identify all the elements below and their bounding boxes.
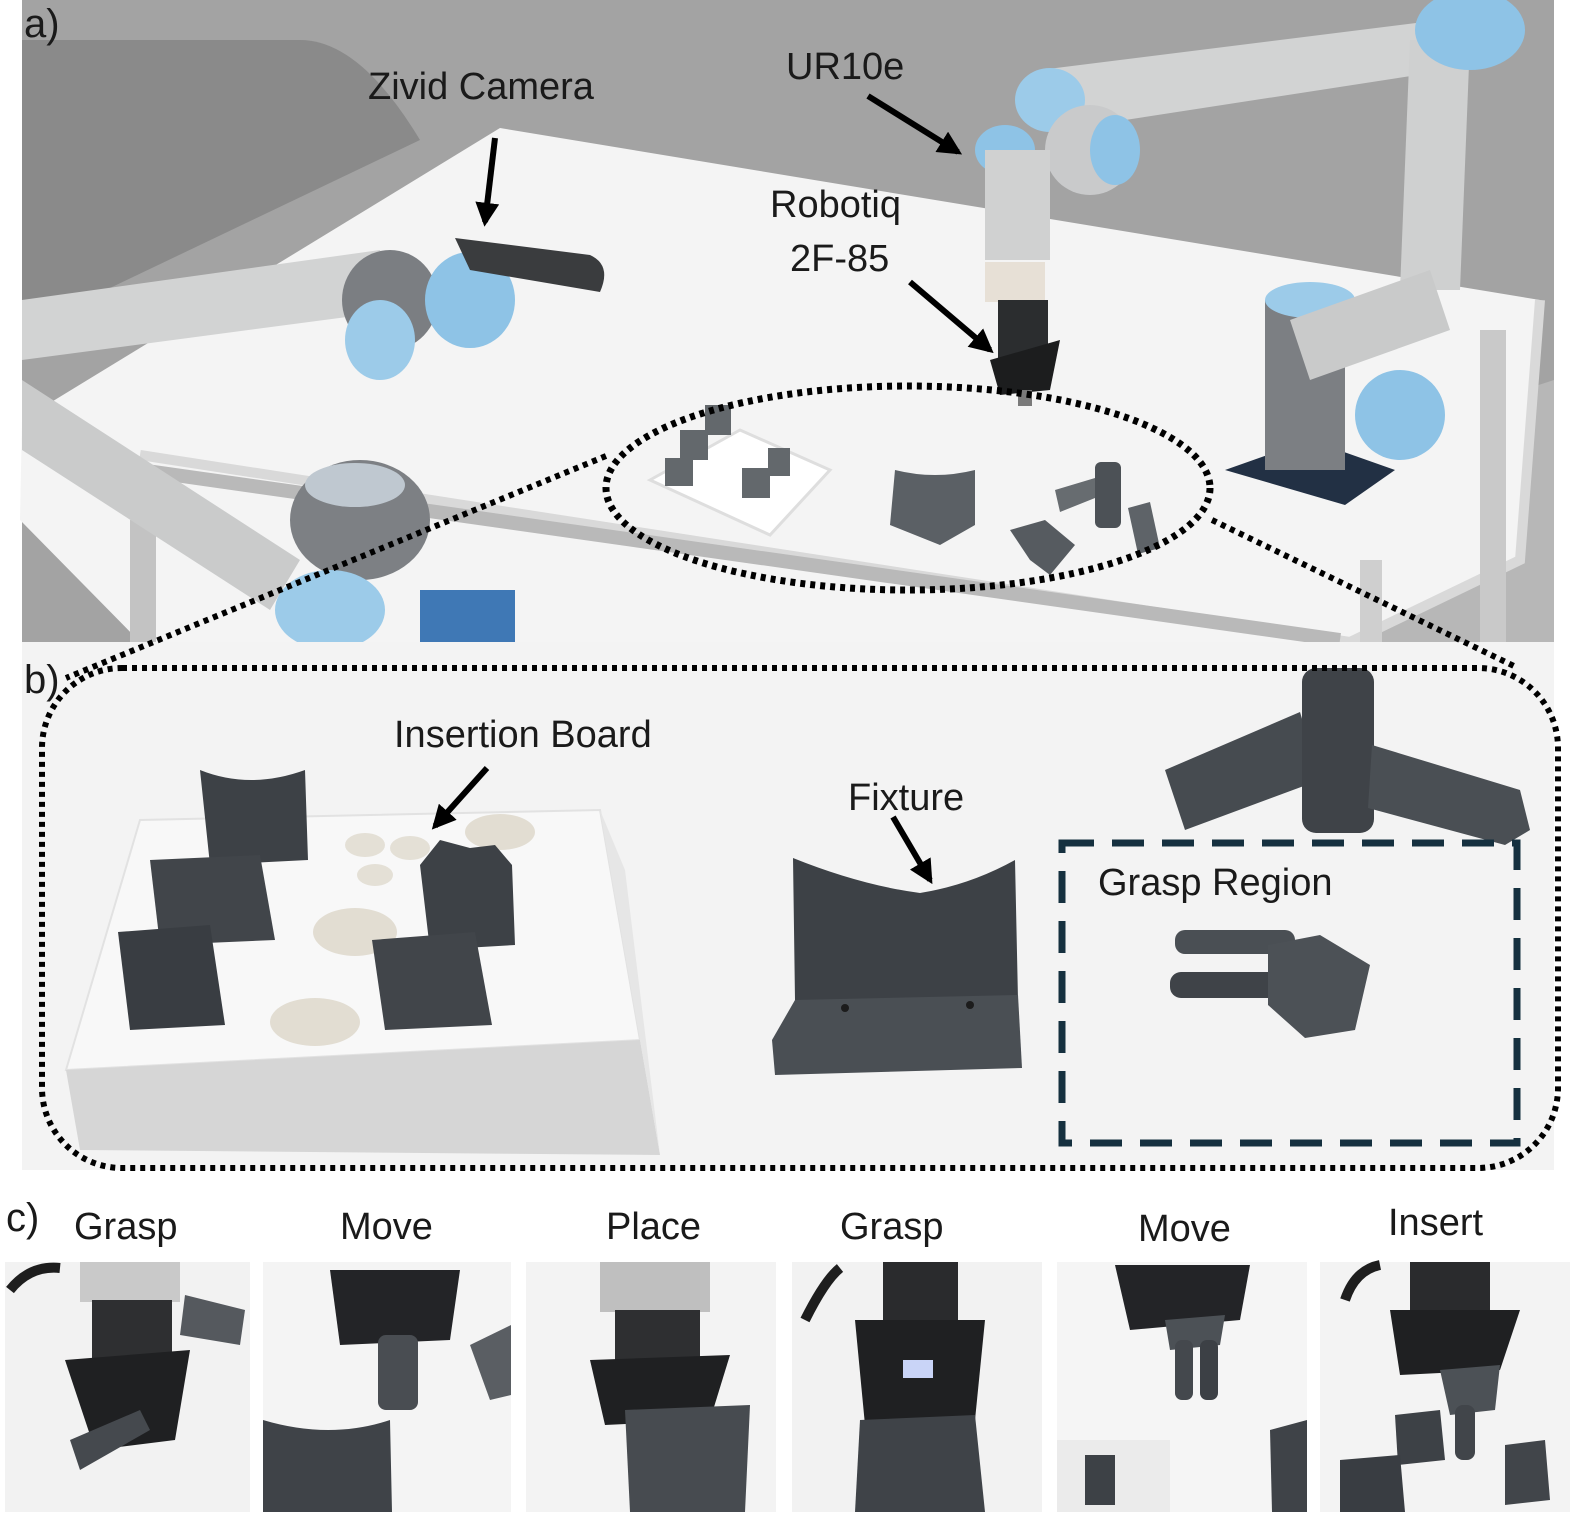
board-hole-6 — [465, 814, 535, 850]
robotiq-fingers — [990, 340, 1060, 395]
arrow-fixture — [890, 815, 933, 885]
fixture-hole-1 — [841, 1004, 849, 1012]
left-mount-plate — [420, 590, 515, 642]
arrow-zivid-camera — [475, 137, 500, 227]
board-hole-2 — [390, 836, 430, 860]
arrow-ur10e — [866, 93, 963, 155]
grasp-region-box — [1058, 839, 1521, 1147]
left-arm-joint-2 — [425, 252, 515, 348]
ur10e-shoulder-joint — [1415, 0, 1525, 70]
board-peg-5 — [372, 932, 492, 1030]
robotiq-label-line2: 2F-85 — [790, 238, 890, 280]
left-arm-joint-3 — [345, 300, 415, 380]
zivid-camera-label: Zivid Camera — [368, 66, 594, 108]
cylinder-lying-right — [1368, 745, 1530, 845]
ur10e-forearm — [1400, 40, 1470, 290]
fixture-hole-2 — [966, 1001, 974, 1009]
table-leg-left — [130, 520, 156, 642]
fixture-back — [793, 858, 1018, 1000]
cylinder-upright — [1302, 668, 1374, 833]
step-frame-2 — [263, 1262, 511, 1512]
step-frame-6 — [1320, 1260, 1570, 1512]
ur10e-upper-arm — [1040, 20, 1450, 130]
panel-a-letter: a) — [24, 2, 60, 46]
robotiq-coupler — [985, 262, 1045, 302]
left-room-shade — [22, 40, 420, 330]
board-hole-3 — [357, 864, 393, 886]
scene-focus-ellipse — [602, 382, 1214, 594]
scene-cylinder-upright — [1095, 462, 1121, 528]
cylinder-lying-left — [1165, 712, 1320, 830]
step-label-2: Move — [340, 1206, 433, 1248]
zoom-line-right — [1210, 517, 1520, 671]
panel-b-border — [39, 665, 1561, 1171]
grasp-part-peg-2 — [1170, 972, 1285, 998]
insertion-board-label: Insertion Board — [394, 714, 652, 756]
insertion-board-side — [600, 810, 660, 1155]
step-label-1: Grasp — [74, 1206, 178, 1248]
left-arm-lower — [22, 380, 300, 610]
arrow-robotiq — [908, 279, 994, 354]
insertion-board-front — [66, 1040, 660, 1155]
scene-cylinder-left — [1055, 478, 1095, 512]
ur10e-base-joint — [1355, 370, 1445, 460]
scene-peg-5 — [768, 448, 790, 476]
grasp-part-peg-1 — [1175, 930, 1295, 954]
scene-grasp-part — [1010, 520, 1075, 575]
ur10e-wrist-link — [985, 150, 1050, 260]
scene-fixture — [890, 470, 975, 545]
left-arm-upper — [22, 250, 400, 360]
left-base-blue — [275, 570, 385, 650]
panel-c-background — [0, 1170, 1576, 1522]
scene-peg-1 — [680, 430, 708, 460]
grasp-part-body — [1268, 935, 1370, 1038]
grasp-region-label: Grasp Region — [1098, 862, 1333, 904]
scene-peg-3 — [665, 458, 693, 486]
step-label-5: Move — [1138, 1208, 1231, 1250]
step-label-3: Place — [606, 1206, 702, 1248]
left-base-cap — [305, 463, 405, 507]
robotiq-label-line1: Robotiq — [770, 184, 901, 226]
board-peg-1 — [200, 770, 308, 865]
board-peg-3 — [118, 925, 225, 1030]
step-frame-1 — [5, 1262, 250, 1512]
step-frame-4 — [792, 1262, 1042, 1512]
step-frame-5 — [1057, 1262, 1307, 1512]
table-leg-right — [1480, 330, 1506, 642]
zoom-line-left — [64, 453, 608, 681]
step-frame-3 — [526, 1262, 776, 1512]
step-label-6: Insert — [1388, 1202, 1484, 1244]
board-peg-4 — [420, 840, 515, 950]
fixture-label: Fixture — [848, 777, 965, 819]
board-peg-2 — [150, 855, 275, 945]
table-edge — [139, 299, 1545, 648]
ur10e-base-link — [1290, 270, 1450, 380]
zivid-camera-body — [455, 238, 605, 292]
ur10e-wrist-joint-2 — [1090, 115, 1140, 185]
arrow-insertion-board — [431, 765, 490, 830]
ur10e-label: UR10e — [786, 46, 905, 88]
scene-cylinder-right — [1128, 502, 1160, 554]
panel-c-letter: c) — [6, 1196, 40, 1240]
fixture-base — [772, 995, 1022, 1075]
panel-b-letter: b) — [24, 658, 60, 702]
table-leg-right-2 — [1360, 560, 1382, 642]
step-label-4: Grasp — [840, 1206, 944, 1248]
scene-peg-4 — [742, 468, 770, 498]
board-hole-1 — [345, 833, 385, 857]
board-hole-5 — [270, 998, 360, 1046]
